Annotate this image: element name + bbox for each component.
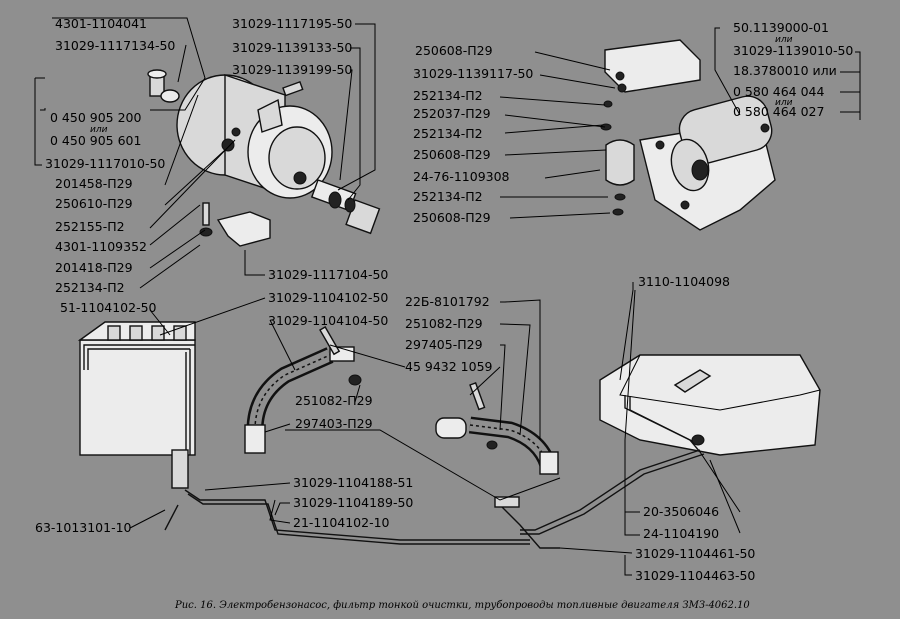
part-label: 31029-1104104-50 — [268, 313, 388, 328]
fuel-filter-drawing — [600, 39, 776, 231]
part-label: 24-76-1109308 — [413, 169, 510, 184]
part-label: 21-1104102-10 — [293, 515, 390, 530]
part-label: 252134-П2 — [413, 189, 483, 204]
part-label: 31029-1104461-50 — [635, 546, 755, 561]
part-label: 50.1139000-01 — [733, 20, 829, 35]
part-label: 31029-1117104-50 — [268, 267, 388, 282]
part-label: 252037-П29 — [413, 106, 491, 121]
battery-drawing — [77, 321, 530, 545]
part-label-or: или — [775, 98, 793, 108]
part-label: 63-1013101-10 — [35, 520, 132, 535]
part-label: 31029-1139133-50 — [232, 40, 352, 55]
part-label: 31029-1117134-50 — [55, 38, 175, 53]
part-label-or: или — [775, 35, 793, 45]
part-label: 4301-1104041 — [55, 16, 147, 31]
part-label: 252155-П2 — [55, 219, 125, 234]
part-label: 24-1104190 — [643, 526, 719, 541]
part-label: 45 9432 1059 — [405, 359, 493, 374]
hose-drawing — [244, 326, 559, 475]
part-label: 252134-П2 — [55, 280, 125, 295]
part-label: 51-1104102-50 — [60, 300, 157, 315]
part-label: 0 580 464 044 — [733, 84, 824, 99]
part-label: 31029-1139117-50 — [413, 66, 533, 81]
part-label: 31029-1117195-50 — [232, 16, 352, 31]
part-label: 201418-П29 — [55, 260, 133, 275]
part-label: 4301-1109352 — [55, 239, 147, 254]
figure-caption: Рис. 16. Электробензонасос, фильтр тонко… — [174, 600, 750, 611]
part-label: 20-3506046 — [643, 504, 719, 519]
part-labels: 4301-1104041 31029-1117134-50 0 450 905 … — [35, 16, 853, 583]
part-label-or: или — [90, 125, 108, 135]
part-label: 252134-П2 — [413, 88, 483, 103]
part-label: 31029-1117010-50 — [45, 156, 165, 171]
part-label: 250608-П29 — [413, 210, 491, 225]
part-label: 31029-1139199-50 — [232, 62, 352, 77]
part-label: 252134-П2 — [413, 126, 483, 141]
part-label: 31029-1139010-50 — [733, 43, 853, 58]
part-label: 22Б-8101792 — [405, 294, 490, 309]
part-label: 3110-1104098 — [638, 274, 730, 289]
part-label: 31029-1104102-50 — [268, 290, 388, 305]
part-label: 0 450 905 200 — [50, 110, 141, 125]
part-label: 18.3780010 или — [733, 63, 837, 78]
fuel-tank-drawing — [494, 354, 821, 549]
part-label: 31029-1104463-50 — [635, 568, 755, 583]
part-label: 297405-П29 — [405, 337, 483, 352]
part-label: 0 450 905 601 — [50, 133, 141, 148]
part-label: 250608-П29 — [413, 147, 491, 162]
leader-lines — [34, 17, 861, 576]
part-label: 251082-П29 — [295, 393, 373, 408]
part-label: 297403-П29 — [295, 416, 373, 431]
part-label: 201458-П29 — [55, 176, 133, 191]
fuel-pump-drawing — [147, 69, 381, 247]
part-label: 0 580 464 027 — [733, 104, 824, 119]
part-label: 251082-П29 — [405, 316, 483, 331]
part-label: 250608-П29 — [415, 43, 493, 58]
part-label: 31029-1104188-51 — [293, 475, 413, 490]
part-label: 250610-П29 — [55, 196, 133, 211]
part-label: 31029-1104189-50 — [293, 495, 413, 510]
